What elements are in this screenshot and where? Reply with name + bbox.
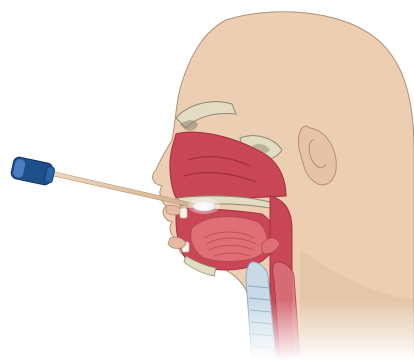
bottom-fade bbox=[200, 300, 414, 360]
upper-teeth bbox=[180, 208, 187, 218]
swab-tip-glow bbox=[188, 198, 220, 214]
swab-handle-cap bbox=[10, 156, 56, 186]
tongue bbox=[191, 217, 267, 262]
